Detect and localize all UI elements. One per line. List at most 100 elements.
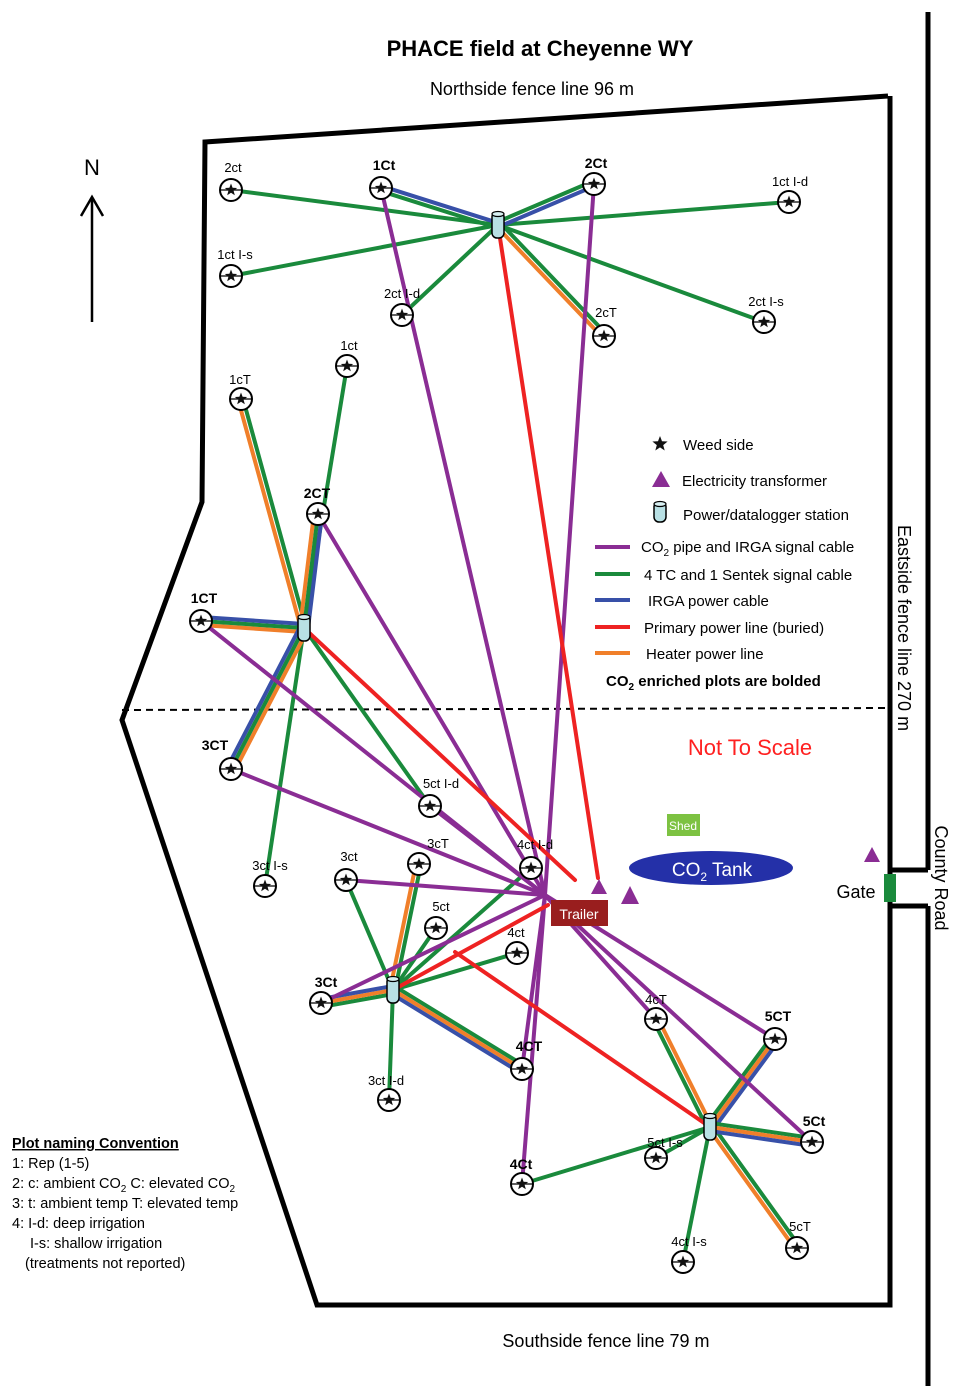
plot: 2ct I-d: [384, 286, 420, 327]
power-primary: [391, 903, 550, 992]
plot-label: 3CT: [202, 737, 229, 753]
plot-label: 1ct I-s: [217, 247, 253, 262]
plot: 1Ct: [369, 157, 396, 200]
cable-green: [391, 866, 533, 992]
plot: 1CT: [189, 590, 218, 633]
transformer-marker-3: [864, 847, 880, 862]
cable-green: [498, 220, 609, 336]
plot: 1cT: [229, 372, 253, 411]
plot: 2Ct: [582, 155, 608, 196]
cable-green: [400, 223, 500, 317]
plot: 5cT: [785, 1219, 811, 1260]
plot-label: 3cT: [427, 836, 449, 851]
datalogger-stations: [297, 210, 717, 1141]
cable-green: [302, 626, 432, 808]
cable-purple: [229, 767, 547, 897]
cable-green: [378, 188, 500, 230]
plot-label: 2cT: [595, 305, 617, 320]
cable-green: [229, 188, 500, 227]
plot: 1ct I-d: [772, 174, 808, 214]
transformer-marker-2: [621, 886, 639, 904]
plot: 4ct: [505, 925, 529, 965]
plot-label: 4CT: [516, 1038, 543, 1054]
plot-label: 2ct I-s: [748, 294, 784, 309]
plot-label: 4ct I-s: [671, 1234, 707, 1249]
cable-orange: [708, 1037, 777, 1129]
legend-weed-side: Weed side: [683, 437, 754, 454]
cable-green: [710, 1123, 802, 1249]
shed: [667, 814, 700, 836]
plot-label: 5Ct: [803, 1113, 826, 1129]
plot-label: 1ct I-d: [772, 174, 808, 189]
cable-purple: [543, 893, 814, 1144]
cable-blue: [388, 991, 522, 1075]
convention-line3: 3: t: ambient temp T: elevated temp: [12, 1196, 238, 1212]
cable-orange: [236, 397, 304, 631]
plot-label: 2ct: [224, 160, 242, 175]
cable-green: [681, 1125, 712, 1264]
plot: 2ct I-s: [748, 294, 784, 334]
cable-blue: [305, 512, 324, 631]
cable-blue: [225, 624, 303, 770]
not-to-scale-label: Not To Scale: [688, 735, 812, 760]
plot-label: 5cT: [789, 1219, 811, 1234]
plot-label: 1ct: [340, 338, 358, 353]
cable-blue: [199, 615, 307, 627]
north-label: N: [84, 155, 100, 180]
convention-line2: 2: c: ambient CO2 C: elevated CO2: [12, 1176, 236, 1195]
cable-purple: [344, 878, 547, 897]
trailer-label: Trailer: [559, 906, 598, 922]
cable-green: [387, 988, 395, 1102]
cable-green: [708, 1121, 815, 1141]
datalogger-station: [703, 1112, 717, 1141]
station-icon: [653, 500, 667, 523]
plot: 1ct I-s: [217, 247, 253, 288]
plot: 3cT: [407, 836, 449, 876]
plot: 3ct: [334, 849, 358, 892]
legend-station: Power/datalogger station: [683, 507, 849, 524]
cable-green: [496, 200, 791, 227]
transformer-icon: [652, 471, 670, 487]
plot: 4ct I-d: [517, 837, 553, 880]
shed-label: Shed: [669, 819, 697, 833]
cable-green: [199, 619, 306, 630]
plot-label: 4Ct: [510, 1156, 533, 1172]
cable-orange: [298, 511, 317, 630]
midline-dashed: [121, 707, 889, 711]
legend-transformer: Electricity transformer: [682, 473, 827, 490]
datalogger-station: [386, 975, 400, 1004]
plot: 4cT: [644, 992, 668, 1031]
datalogger-station: [491, 210, 505, 239]
cable-purple: [543, 182, 596, 897]
cable-orange: [319, 988, 395, 1005]
plot-label: 1Ct: [373, 157, 396, 173]
plot: 3CT: [202, 737, 243, 781]
convention-line4: 4: I-d: deep irrigation: [12, 1216, 145, 1232]
legend: Weed side Electricity transformer Power/…: [595, 436, 854, 693]
cable-network: [198, 179, 815, 1264]
co2-tank-label: CO2 Tank: [672, 860, 753, 884]
convention-line6: (treatments not reported): [25, 1256, 185, 1272]
cable-green: [393, 984, 527, 1068]
plot: 3ct I-s: [252, 858, 288, 898]
cable-green: [704, 1034, 774, 1127]
cable-blue: [496, 183, 597, 229]
plot-label: 3ct I-d: [368, 1073, 404, 1088]
plot-label: 4ct: [507, 925, 525, 940]
cable-green: [229, 223, 500, 278]
plot-label: 5CT: [765, 1008, 792, 1024]
plot: 2cT: [592, 305, 617, 348]
south-fence-label: Southside fence line 79 m: [502, 1331, 709, 1351]
convention-heading: Plot naming Convention: [12, 1136, 179, 1152]
plot-label: 3ct: [340, 849, 358, 864]
cable-green: [263, 626, 306, 888]
map-title: PHACE field at Cheyenne WY: [387, 36, 694, 61]
cable-green: [496, 223, 766, 324]
cable-green: [302, 512, 320, 630]
plot: 5ct I-s: [644, 1135, 683, 1170]
cable-purple: [316, 512, 547, 897]
plot: 5ct I-d: [418, 776, 459, 818]
cable-green: [520, 1125, 712, 1186]
north-arrow-head: [79, 194, 105, 217]
